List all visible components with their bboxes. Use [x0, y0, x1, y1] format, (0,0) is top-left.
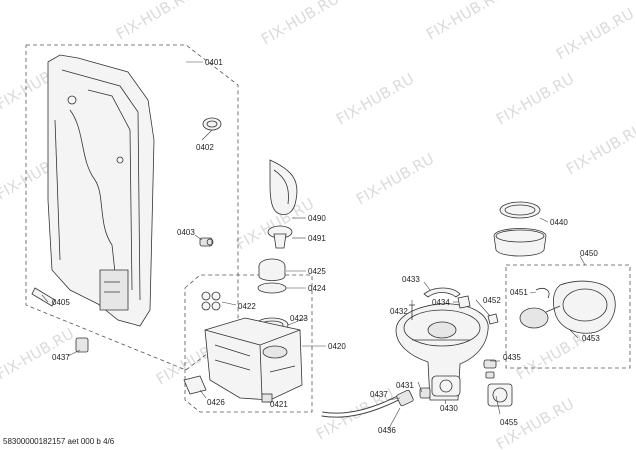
watermark-text: FIX-HUB.RU [258, 0, 342, 48]
label-0422: 0422 [238, 302, 256, 311]
label-0403: 0403 [177, 228, 195, 237]
label-0451: 0451 [510, 288, 528, 297]
ring-part-0402 [202, 117, 222, 131]
label-0433: 0433 [402, 275, 420, 284]
label-0431: 0431 [396, 381, 414, 390]
watermark-text: FIX-HUB.RU [423, 0, 507, 43]
label-0491: 0491 [308, 234, 326, 243]
label-0455: 0455 [500, 418, 518, 427]
label-0450: 0450 [580, 249, 598, 258]
label-0452: 0452 [483, 296, 501, 305]
watermark-text: FIX-HUB.RU [563, 120, 636, 179]
part-0431 [419, 387, 431, 399]
watermark-text: FIX-HUB.RU [353, 150, 437, 209]
label-0421: 0421 [270, 400, 288, 409]
document-footer: 58300000182157 aet 000 b 4/6 [3, 437, 115, 446]
group-0450-outline [505, 264, 631, 369]
part-0433 [423, 287, 461, 298]
sump-part-0430 [395, 303, 489, 401]
part-0434 [457, 295, 471, 309]
label-0405: 0405 [52, 298, 70, 307]
frame-part-0401 [47, 54, 155, 327]
label-0426: 0426 [207, 398, 225, 407]
hose-part-0437-left [75, 337, 191, 418]
part-0452 [487, 313, 499, 325]
part-0491 [267, 225, 293, 249]
label-0440: 0440 [550, 218, 568, 227]
hose-part-0437-right [321, 389, 414, 418]
watermark-text: FIX-HUB.RU [113, 0, 197, 43]
label-0435: 0435 [503, 353, 521, 362]
group-0420-outline [184, 274, 313, 413]
label-0425: 0425 [308, 267, 326, 276]
watermark-text: FIX-HUB.RU [553, 5, 636, 64]
part-0440-housing [493, 228, 547, 257]
part-0490 [269, 159, 298, 215]
part-0440 [499, 201, 541, 219]
label-0432: 0432 [390, 307, 408, 316]
pump-part-0450 [519, 280, 616, 334]
label-0430: 0430 [440, 404, 458, 413]
part-0425 [258, 258, 286, 281]
part-0426 [183, 375, 207, 395]
label-0420: 0420 [328, 342, 346, 351]
part-0455 [487, 383, 513, 407]
part-0435 [483, 359, 497, 379]
label-0453: 0453 [582, 334, 600, 343]
label-0423: 0423 [290, 314, 308, 323]
leader-lines [41, 61, 586, 431]
label-0424: 0424 [308, 284, 326, 293]
chamber-part-0420 [204, 317, 303, 401]
label-0402: 0402 [196, 143, 214, 152]
label-0437-right: 0437 [370, 390, 388, 399]
fitting-part-0403 [199, 237, 214, 247]
label-0437-left: 0437 [52, 353, 70, 362]
label-0401: 0401 [205, 58, 223, 67]
label-0434: 0434 [432, 298, 450, 307]
part-labels: 0401 0402 0403 0405 0437 0490 0491 0425 … [52, 58, 600, 435]
part-0422 [201, 291, 221, 311]
watermark-text: FIX-HUB.RU [333, 70, 417, 129]
part-0451 [535, 288, 550, 299]
part-0424 [257, 282, 287, 294]
watermark-text: FIX-HUB.RU [493, 70, 577, 129]
label-0436: 0436 [378, 426, 396, 435]
label-0490: 0490 [308, 214, 326, 223]
